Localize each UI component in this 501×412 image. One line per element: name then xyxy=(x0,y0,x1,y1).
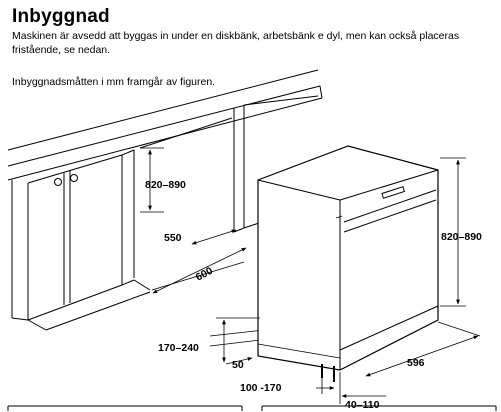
dimension-machine-height-line xyxy=(440,157,466,307)
bottom-frame-right xyxy=(261,405,497,411)
dimension-machine-width-line xyxy=(365,321,481,377)
dimension-machine-width: 596 xyxy=(407,357,425,369)
control-panel-icon xyxy=(381,186,406,199)
knob-icon xyxy=(54,178,62,186)
dimension-niche-width: 550 xyxy=(164,232,182,244)
left-cabinet xyxy=(11,149,151,331)
dimension-niche-depth-line xyxy=(152,247,247,294)
dimension-plinth-setback-line xyxy=(225,357,253,365)
bottom-frame-left xyxy=(7,405,243,411)
dimension-door-offset: 40–110 xyxy=(345,399,380,411)
figure-caption: Inbyggnadsmåtten i mm framgår av figuren… xyxy=(12,76,216,88)
niche xyxy=(139,117,245,291)
intro-paragraph: Maskinen är avsedd att byggas in under e… xyxy=(12,30,460,56)
dimension-machine-height: 820–890 xyxy=(441,231,482,243)
dimension-foot-range-line xyxy=(316,378,335,394)
dimension-niche-height: 820–890 xyxy=(145,179,186,191)
dimension-foot-range: 100 -170 xyxy=(240,382,282,394)
dimension-door-offset-line xyxy=(339,372,386,404)
countertop xyxy=(7,69,323,181)
dimension-plinth-setback: 50 xyxy=(232,359,244,371)
dimension-niche-height-line xyxy=(140,147,164,213)
dimension-plinth-height-line xyxy=(216,317,260,363)
dimension-niche-width-line xyxy=(191,229,237,245)
page-title: Inbyggnad xyxy=(12,6,110,27)
dimension-niche-depth: 600 xyxy=(194,265,215,284)
knob-icon xyxy=(70,174,78,182)
dishwasher xyxy=(257,145,439,382)
dimension-plinth-height: 170–240 xyxy=(158,342,199,354)
